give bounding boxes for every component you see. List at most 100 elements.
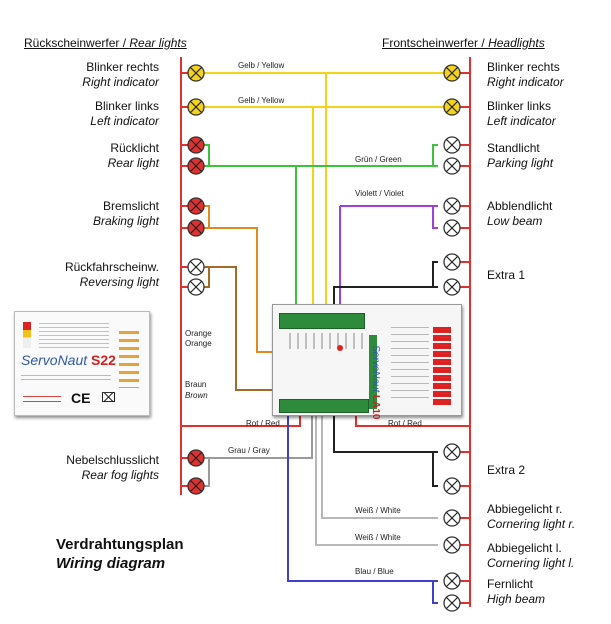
rear-label-reversing-light: Rückfahrscheinw. Reversing light bbox=[65, 260, 159, 290]
front-bulb-icon-3-cross-b bbox=[446, 160, 458, 172]
wire-blue-jumper bbox=[432, 580, 438, 604]
la10-model-text: LA10 bbox=[370, 395, 381, 420]
la10-icons bbox=[283, 333, 363, 349]
wire-grey-main bbox=[209, 412, 313, 459]
rear-bulb-icon-8-cross-b bbox=[190, 452, 202, 464]
wire-label-orange-de: Orange bbox=[185, 329, 212, 338]
wire-label-orange: Orange Orange bbox=[185, 329, 212, 349]
wire-black-extra2-jumper bbox=[432, 451, 438, 487]
wire-label-brown-en: Brown bbox=[185, 391, 208, 400]
waste-bin-icon: ⌧ bbox=[101, 390, 116, 405]
wire-label-grey: Grau / Gray bbox=[228, 446, 270, 455]
front-bulb-icon-9-cross-b bbox=[446, 480, 458, 492]
wire-brown-main bbox=[209, 266, 276, 391]
s22-right-leds bbox=[119, 326, 139, 388]
rear-label-right-indicator: Blinker rechts Right indicator bbox=[82, 60, 159, 90]
rear-label-5-en: Rear fog lights bbox=[81, 468, 159, 482]
front-label-right-indicator: Blinker rechts Right indicator bbox=[487, 60, 564, 90]
wire-black-extra2-main bbox=[333, 410, 433, 453]
front-label-high-beam: Fernlicht High beam bbox=[487, 577, 545, 607]
front-bulb-icon-5-cross-b bbox=[446, 222, 458, 234]
rear-label-rear-light: Rücklicht Rear light bbox=[108, 141, 159, 171]
s22-subtext bbox=[21, 372, 111, 382]
front-label-0-en: Right indicator bbox=[487, 75, 564, 89]
rear-bulb-icon-0-cross-b bbox=[190, 67, 202, 79]
front-label-8-en: High beam bbox=[487, 592, 546, 606]
wire-label-violet: Violett / Violet bbox=[355, 189, 404, 198]
rear-label-4-de: Rückfahrscheinw. bbox=[64, 260, 159, 274]
s22-ce-mark: CE bbox=[71, 390, 91, 406]
rear-label-3-de: Bremslicht bbox=[102, 199, 159, 213]
front-label-cornering-left: Abbiegelicht l. Cornering light l. bbox=[487, 541, 574, 571]
s22-wire-swatches bbox=[23, 392, 61, 406]
title-en: Wiring diagram bbox=[56, 555, 166, 572]
wire-label-red-left: Rot / Red bbox=[246, 419, 280, 428]
front-header-en: Headlights bbox=[488, 36, 545, 50]
front-header-de: Frontscheinwerfer bbox=[382, 36, 479, 50]
wire-label-red-right: Rot / Red bbox=[388, 419, 422, 428]
wire-violet-jumper bbox=[432, 205, 438, 229]
front-bulb-icon-0-cross-b bbox=[446, 67, 458, 79]
front-label-3-de: Abblendlicht bbox=[487, 199, 553, 213]
front-bulb-icon-6-cross-b bbox=[446, 256, 458, 268]
la10-bottom-terminal bbox=[279, 399, 369, 413]
wire-red-right-to-la10 bbox=[355, 412, 470, 427]
wire-label-white-2: Weiß / White bbox=[355, 533, 401, 542]
front-label-3-en: Low beam bbox=[487, 214, 543, 228]
front-label-extra-1: Extra 1 bbox=[487, 268, 525, 283]
rear-label-2-de: Rücklicht bbox=[110, 141, 159, 155]
wire-label-yellow-1: Gelb / Yellow bbox=[238, 61, 285, 70]
front-label-extra-2: Extra 2 bbox=[487, 463, 525, 478]
rear-bulb-icon-3-cross-b bbox=[190, 160, 202, 172]
rear-label-rear-fog: Nebelschlusslicht Rear fog lights bbox=[66, 453, 159, 483]
wire-label-blue: Blau / Blue bbox=[355, 567, 394, 576]
rear-label-0-en: Right indicator bbox=[82, 75, 159, 89]
front-label-7-de: Abbiegelicht l. bbox=[487, 541, 562, 555]
front-label-2-de: Standlicht bbox=[487, 141, 540, 155]
front-label-6-de: Abbiegelicht r. bbox=[487, 502, 563, 516]
rear-lights-header: Rückscheinwerfer / Rear lights bbox=[24, 36, 187, 50]
front-label-4-de: Extra 1 bbox=[487, 268, 526, 282]
front-lights-header: Frontscheinwerfer / Headlights bbox=[382, 36, 545, 50]
title-de: Verdrahtungsplan bbox=[56, 536, 184, 553]
la10-brand: ServoNaut LA10 bbox=[370, 345, 381, 419]
front-bulb-icon-1-cross-b bbox=[446, 101, 458, 113]
front-label-parking-light: Standlicht Parking light bbox=[487, 141, 553, 171]
s22-brand-text: ServoNaut bbox=[21, 352, 88, 368]
wire-green-front-jumper bbox=[432, 144, 438, 167]
rear-bulb-icon-5-cross-b bbox=[190, 222, 202, 234]
rear-header-de: Rückscheinwerfer bbox=[24, 36, 120, 50]
s22-led-column bbox=[23, 322, 31, 348]
front-label-5-de: Extra 2 bbox=[487, 463, 526, 477]
rear-bulb-icon-7-cross-b bbox=[190, 281, 202, 293]
front-bulb-icon-13-cross-b bbox=[446, 597, 458, 609]
front-bulb-icon-8-cross-b bbox=[446, 446, 458, 458]
front-label-left-indicator: Blinker links Left indicator bbox=[487, 99, 556, 129]
front-bulb-icon-2-cross-b bbox=[446, 139, 458, 151]
front-label-8-de: Fernlicht bbox=[487, 577, 534, 591]
front-label-low-beam: Abblendlicht Low beam bbox=[487, 199, 552, 229]
rear-label-left-indicator: Blinker links Left indicator bbox=[90, 99, 159, 129]
wire-label-brown: Braun Brown bbox=[185, 379, 208, 401]
diagram-title: Verdrahtungsplan Wiring diagram bbox=[56, 535, 184, 573]
front-label-1-de: Blinker links bbox=[487, 99, 552, 113]
s22-fineprint bbox=[39, 320, 109, 350]
wire-label-green: Grün / Green bbox=[355, 155, 402, 164]
rear-bulb-icon-2-cross-b bbox=[190, 139, 202, 151]
rear-label-4-en: Reversing light bbox=[79, 275, 159, 289]
wire-label-orange-en: Orange bbox=[185, 339, 212, 348]
front-bulb-icon-4-cross-b bbox=[446, 200, 458, 212]
s22-model-text: S22 bbox=[91, 352, 116, 368]
front-bulb-icon-7-cross-b bbox=[446, 281, 458, 293]
wire-black-extra1-jumper bbox=[432, 261, 438, 288]
wire-red-left-to-la10 bbox=[181, 412, 301, 427]
rear-bulb-icon-4-cross-b bbox=[190, 200, 202, 212]
front-label-0-de: Blinker rechts bbox=[487, 60, 560, 74]
wire-orange-main bbox=[209, 227, 276, 353]
rear-label-3-en: Braking light bbox=[92, 214, 159, 228]
s22-brand: ServoNaut S22 bbox=[21, 352, 116, 368]
la10-led-bar bbox=[433, 327, 451, 405]
rear-bulb-icon-6-cross-b bbox=[190, 261, 202, 273]
wire-white-cornering-l bbox=[315, 412, 438, 546]
